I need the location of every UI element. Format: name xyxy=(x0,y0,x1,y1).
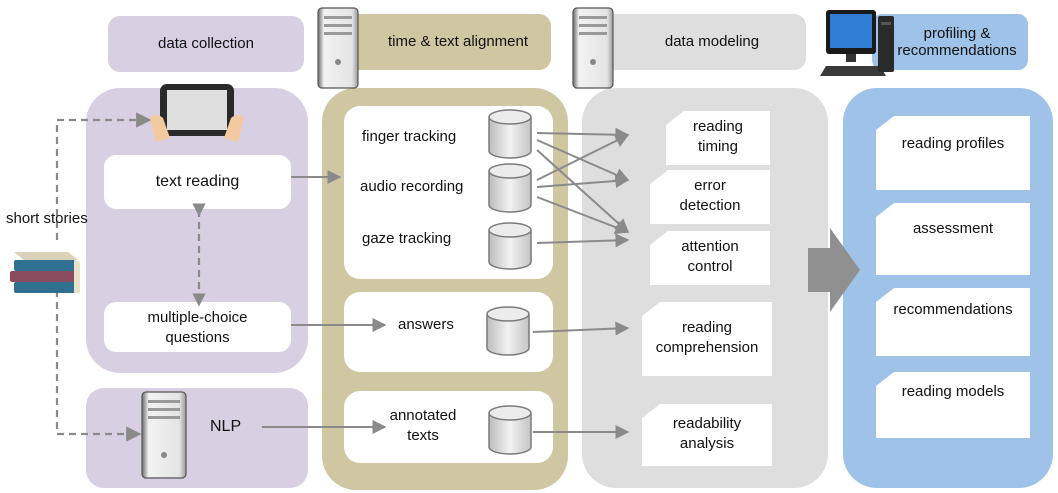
server-icon-modeling xyxy=(572,7,614,89)
doc-error-detection: error detection xyxy=(650,170,770,224)
database-icon-gaze xyxy=(488,222,532,270)
server-icon-nlp xyxy=(141,391,187,479)
collection-panel-bottom xyxy=(86,388,308,488)
stage-header-modeling: data modeling xyxy=(598,14,806,70)
doc-assessment: assessment xyxy=(876,203,1030,275)
database-icon-finger xyxy=(488,109,532,159)
attention-control-label: attention control xyxy=(681,238,739,276)
short-stories-label: short stories xyxy=(6,210,88,227)
mcq-label: multiple-choice questions xyxy=(147,309,248,346)
stage-header-alignment: time & text alignment xyxy=(345,14,551,70)
doc-readability-analysis: readability analysis xyxy=(642,404,772,466)
reading-profiles-label: reading profiles xyxy=(901,135,1005,152)
text-reading-label: text reading xyxy=(155,173,240,190)
reading-timing-label: reading timing xyxy=(692,118,744,156)
database-icon-annotated xyxy=(488,405,532,455)
recommendations-label: recommendations xyxy=(893,301,1013,318)
big-flow-arrow xyxy=(808,228,860,312)
stage-header-profiling: profiling & recommendations xyxy=(872,14,1028,70)
doc-reading-comprehension: reading comprehension xyxy=(642,302,772,376)
books-icon xyxy=(10,252,80,293)
doc-reading-models: reading models xyxy=(876,372,1030,438)
readability-analysis-label: readability analysis xyxy=(672,415,742,453)
desktop-computer-icon xyxy=(820,10,894,76)
error-detection-label: error detection xyxy=(679,177,741,215)
answers-label: answers xyxy=(398,316,454,333)
dashed-connectors xyxy=(55,112,206,442)
stage-header-collection: data collection xyxy=(108,16,304,72)
doc-reading-timing: reading timing xyxy=(666,111,770,165)
nlp-label: NLP xyxy=(210,418,242,435)
database-icon-answers xyxy=(486,306,530,356)
mcq-box xyxy=(104,302,291,352)
text-reading-box xyxy=(104,155,291,209)
gaze-tracking-label: gaze tracking xyxy=(362,230,452,247)
reading-comprehension-label: reading comprehension xyxy=(655,319,759,357)
tablet-hands-icon xyxy=(150,84,244,142)
doc-attention-control: attention control xyxy=(650,231,770,285)
reading-models-label: reading models xyxy=(901,383,1005,400)
doc-reading-profiles: reading profiles xyxy=(876,116,1030,190)
audio-recording-label: audio recording xyxy=(360,178,464,195)
annotated-texts-label: annotated texts xyxy=(389,407,457,444)
server-icon-alignment xyxy=(317,7,359,89)
assessment-label: assessment xyxy=(912,220,994,237)
finger-tracking-label: finger tracking xyxy=(362,128,457,145)
solid-arrows xyxy=(262,127,630,439)
database-icons xyxy=(486,109,532,455)
doc-recommendations: recommendations xyxy=(876,288,1030,356)
database-icon-audio xyxy=(488,163,532,213)
